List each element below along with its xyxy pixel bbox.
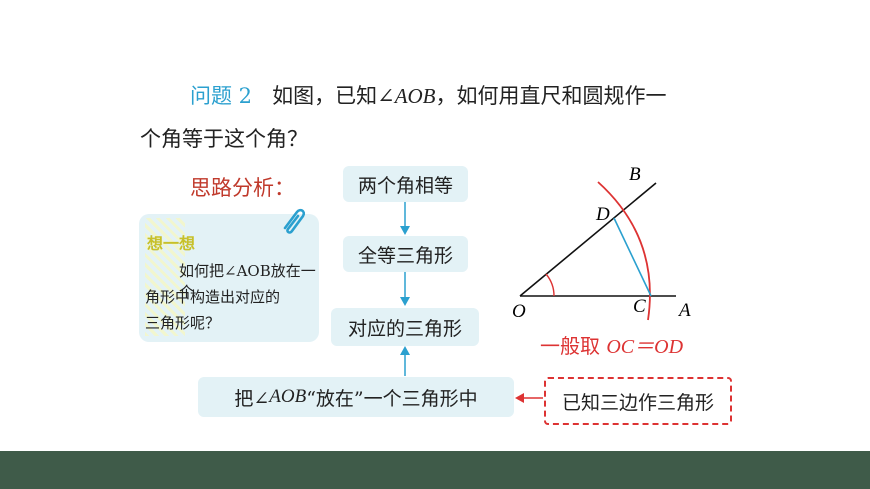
label-B: B [629, 164, 641, 185]
label-C: C [633, 296, 646, 317]
note-pre: 一般取 [540, 334, 607, 358]
final-post: “放在”一个三角形中 [306, 387, 478, 410]
down-arrow-1 [400, 202, 410, 235]
think-body-line2: 角形中构造出对应的 [145, 288, 281, 306]
think-body-line3: 三角形呢？ [145, 314, 221, 332]
problem-tag: 问题 2 [190, 84, 253, 108]
compass-arc [597, 181, 651, 321]
choose-note: 一般取 OC＝OD [540, 330, 683, 359]
up-arrow [400, 346, 410, 376]
think-title: 想一想 [147, 234, 196, 253]
footer-bar [0, 451, 870, 489]
note-math: OC＝OD [606, 336, 684, 358]
analysis-label: 思路分析： [190, 176, 295, 200]
card-decoration [145, 218, 185, 336]
flow-step-congruent: 全等三角形 [343, 236, 468, 272]
left-arrow [515, 393, 543, 403]
final-pre: 把∠ [234, 387, 270, 410]
final-angle: AOB [269, 386, 307, 407]
flow-step-corresponding: 对应的三角形 [331, 308, 479, 346]
down-arrow-2 [400, 272, 410, 306]
think-card: 想一想 如何把∠AOB放在一个 角形中构造出对应的 三角形呢？ [139, 208, 319, 342]
problem-text-post: ，如何用直尺和圆规作一 [435, 84, 667, 108]
problem-line-2: 个角等于这个角？ [140, 127, 308, 151]
problem-line-1: 问题 2 如图，已知∠AOB，如何用直尺和圆规作一 [190, 80, 667, 110]
known-three-sides-box: 已知三边作三角形 [544, 377, 732, 425]
problem-text-pre: 如图，已知 [272, 84, 378, 108]
flow-step-angles-equal: 两个角相等 [343, 166, 468, 202]
angle-name: AOB [394, 84, 436, 108]
angle-symbol: ∠ [377, 84, 395, 108]
label-O: O [512, 301, 526, 322]
paperclip-icon [283, 208, 306, 234]
label-D: D [596, 204, 610, 225]
segment-DC [613, 217, 652, 297]
label-A: A [679, 300, 691, 321]
ray-OB [519, 182, 657, 297]
think-body-line1: 如何把∠AOB放在一个 [179, 262, 316, 301]
flow-step-final: 把∠AOB“放在”一个三角形中 [198, 377, 514, 417]
angle-arc [545, 273, 555, 297]
